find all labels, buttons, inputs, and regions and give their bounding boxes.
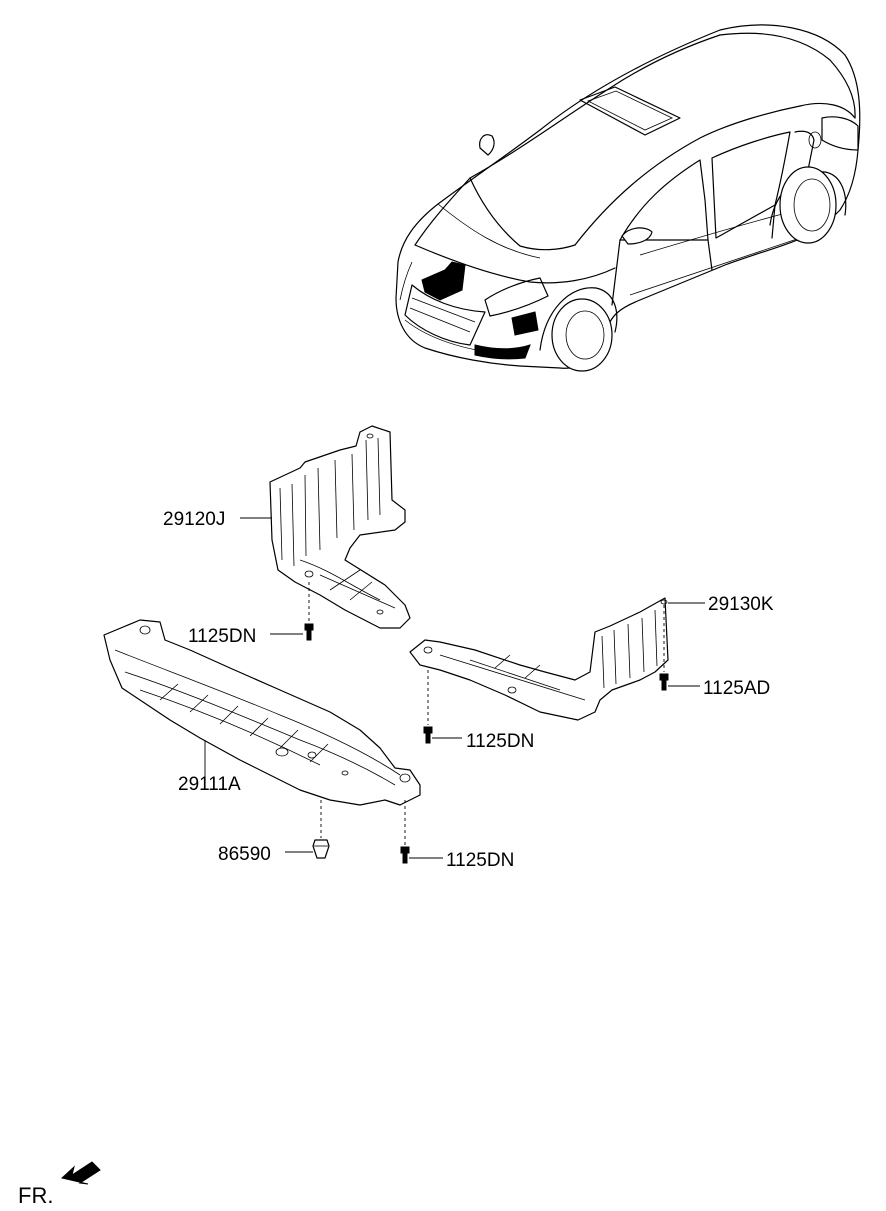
label-bolt-1125DN-mid: 1125DN bbox=[466, 731, 534, 752]
part-29130K-drawing bbox=[409, 597, 669, 721]
bolt-1125DN-left bbox=[304, 582, 314, 641]
label-29111A: 29111A bbox=[178, 774, 241, 795]
front-direction-label: FR. bbox=[18, 1183, 53, 1208]
bolt-1125DN-bottom bbox=[400, 800, 410, 864]
clip-86590 bbox=[312, 800, 330, 859]
part-29111A-drawing bbox=[103, 619, 421, 806]
front-arrow-icon bbox=[60, 1161, 101, 1185]
label-bolt-1125DN-bottom: 1125DN bbox=[446, 850, 514, 871]
label-clip-86590: 86590 bbox=[218, 844, 271, 865]
label-29120J: 29120J bbox=[163, 509, 225, 530]
front-direction-indicator: FR. bbox=[18, 1161, 101, 1208]
label-bolt-1125DN-left: 1125DN bbox=[188, 626, 256, 647]
bolt-1125AD bbox=[659, 605, 669, 691]
car-illustration bbox=[395, 24, 861, 372]
bolt-1125DN-mid bbox=[423, 670, 433, 744]
part-29120J-drawing bbox=[269, 425, 411, 629]
highlighted-part-on-car bbox=[421, 261, 466, 301]
label-29130K: 29130K bbox=[708, 594, 774, 615]
label-bolt-1125AD: 1125AD bbox=[703, 678, 770, 699]
